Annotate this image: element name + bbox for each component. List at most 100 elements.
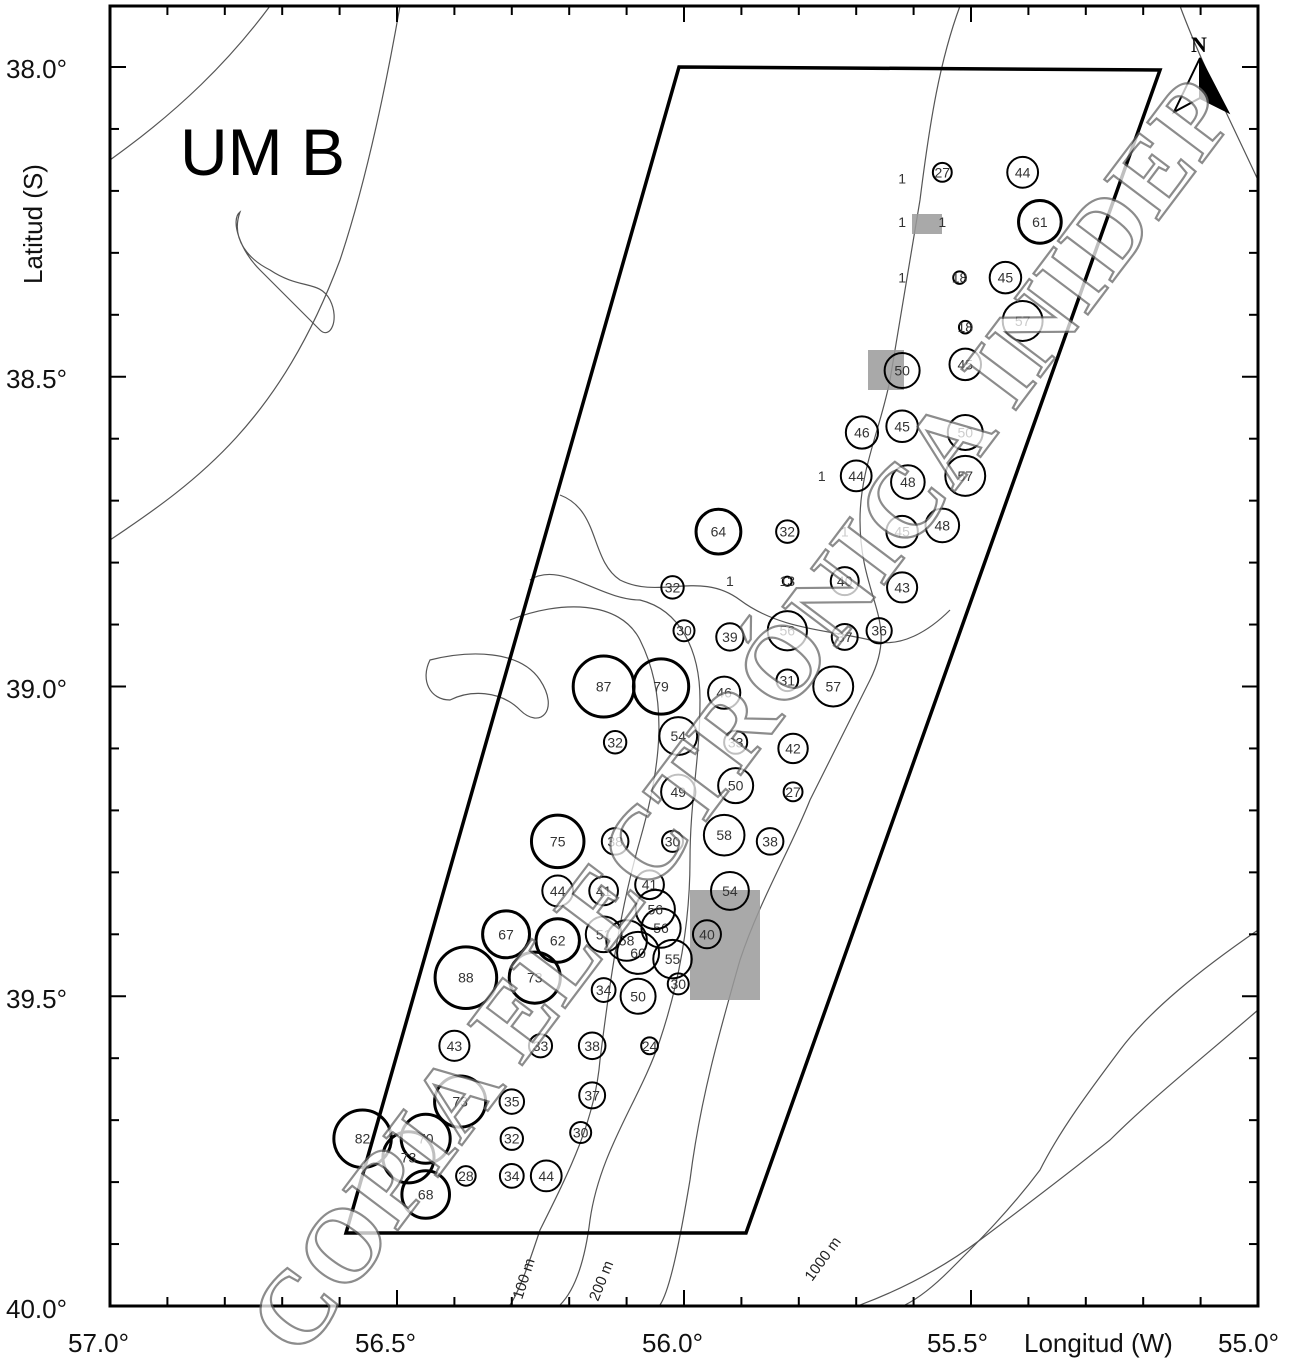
catch-point: 73 bbox=[507, 950, 562, 1005]
catch-circle bbox=[830, 622, 859, 651]
catch-circle bbox=[529, 813, 586, 870]
y-axis-labels: 38.0° 38.5° 39.0° 39.5° 40.0° bbox=[6, 54, 67, 1324]
catch-point: 34 bbox=[590, 977, 617, 1003]
north-arrow-icon: N bbox=[1171, 32, 1231, 115]
catch-value-label: 82 bbox=[355, 1131, 371, 1147]
catch-circle bbox=[600, 827, 630, 856]
catch-value-label: 49 bbox=[670, 784, 686, 800]
catch-value-label: 1 bbox=[898, 270, 906, 286]
catch-value-label: 35 bbox=[504, 1094, 520, 1110]
catch-point: 38 bbox=[755, 827, 785, 856]
isobath-label: 200 m bbox=[586, 1258, 617, 1303]
catch-value-label: 45 bbox=[894, 418, 910, 434]
catch-circle bbox=[885, 409, 919, 444]
catch-value-label: 24 bbox=[642, 1038, 658, 1054]
catch-point: 48 bbox=[890, 464, 926, 500]
y-tick-label: 40.0° bbox=[6, 1294, 67, 1324]
catch-circle bbox=[534, 917, 581, 964]
catch-value-label: 43 bbox=[447, 1038, 463, 1054]
catch-circle bbox=[507, 950, 562, 1005]
catch-point: 51 bbox=[584, 915, 623, 954]
x-axis-title: Longitud (W) bbox=[1024, 1328, 1173, 1358]
catch-circle bbox=[672, 619, 696, 643]
catch-value-label: 32 bbox=[607, 734, 623, 750]
catch-point: 27 bbox=[782, 781, 804, 803]
catch-point: 58 bbox=[702, 813, 746, 857]
catch-point: 49 bbox=[660, 773, 697, 810]
catch-point: 33 bbox=[723, 729, 749, 755]
catch-circle bbox=[584, 915, 623, 954]
catch-point: 37 bbox=[578, 1081, 607, 1110]
x-tick-label: 56.5° bbox=[355, 1328, 416, 1358]
catch-point: 44 bbox=[541, 874, 575, 908]
catch-point: 45 bbox=[988, 260, 1023, 295]
catch-circle bbox=[890, 464, 926, 500]
catch-point: 37 bbox=[830, 622, 859, 651]
north-label: N bbox=[1191, 32, 1207, 57]
catch-value-label: 68 bbox=[418, 1186, 434, 1202]
catch-circle bbox=[400, 1169, 452, 1220]
catch-point: 44 bbox=[529, 1159, 563, 1193]
catch-circle bbox=[988, 260, 1023, 295]
catch-value-label: 51 bbox=[596, 926, 612, 942]
catch-value-label: 67 bbox=[498, 926, 514, 942]
catch-point: 46 bbox=[707, 675, 742, 710]
catch-value-label: 44 bbox=[848, 468, 864, 484]
catch-circle bbox=[865, 617, 893, 645]
y-tick-label: 38.0° bbox=[6, 54, 67, 84]
catch-point: 46 bbox=[844, 415, 880, 450]
catch-circle bbox=[381, 1130, 436, 1185]
catch-value-label: 28 bbox=[458, 1168, 474, 1184]
catch-point: 68 bbox=[400, 1169, 452, 1220]
catch-circle bbox=[723, 729, 749, 755]
catch-value-label: 44 bbox=[1015, 164, 1031, 180]
catch-value-label: 1 bbox=[726, 573, 734, 589]
catch-value-label: 50 bbox=[894, 363, 910, 379]
catch-point: 45 bbox=[948, 347, 983, 382]
catch-circle bbox=[775, 519, 800, 544]
catch-value-label: 32 bbox=[665, 579, 681, 595]
catch-circle bbox=[433, 1074, 488, 1129]
catch-value-label: 57 bbox=[1015, 313, 1031, 329]
catch-circle bbox=[839, 459, 873, 493]
catch-point: 50 bbox=[946, 414, 984, 452]
catch-circle bbox=[438, 1029, 471, 1062]
isobath-label: 1000 m bbox=[801, 1234, 844, 1284]
catch-point: 1 bbox=[938, 214, 946, 230]
catch-value-label: 61 bbox=[1032, 214, 1048, 230]
catch-circle bbox=[952, 270, 967, 285]
x-axis-labels: 57.0° 56.5° 56.0° 55.5° 55.0° bbox=[68, 1328, 1279, 1358]
catch-circle bbox=[578, 1081, 607, 1110]
catch-circle bbox=[658, 716, 699, 756]
catch-value-label: 55 bbox=[665, 951, 681, 967]
catch-value-label: 73 bbox=[452, 1094, 468, 1110]
catch-point: 61 bbox=[1017, 199, 1063, 245]
catch-point: 56 bbox=[766, 610, 808, 652]
catch-point: 60 bbox=[616, 930, 661, 975]
catch-point: 30 bbox=[672, 619, 696, 643]
catch-point: 75 bbox=[529, 813, 586, 870]
catch-circle bbox=[666, 972, 690, 996]
catch-circle bbox=[498, 1088, 526, 1115]
catch-point: 1 bbox=[898, 171, 906, 187]
catch-value-label: 43 bbox=[894, 579, 910, 595]
catch-point: 73 bbox=[433, 1074, 488, 1129]
catch-value-label: 64 bbox=[711, 524, 727, 540]
catch-point: 44 bbox=[1006, 155, 1040, 189]
catch-value-label: 38 bbox=[584, 1038, 600, 1054]
catch-circle bbox=[755, 827, 785, 856]
catch-point: 42 bbox=[777, 732, 809, 765]
catch-circle bbox=[924, 507, 961, 544]
catch-value-label: 58 bbox=[619, 932, 635, 948]
catch-value-label: 32 bbox=[504, 1131, 520, 1147]
catch-circle bbox=[694, 507, 743, 556]
catch-value-label: 48 bbox=[900, 474, 916, 490]
catch-value-label: 73 bbox=[401, 1149, 417, 1165]
y-tick-label: 38.5° bbox=[6, 364, 67, 394]
catch-circle bbox=[481, 909, 532, 960]
y-tick-label: 39.5° bbox=[6, 984, 67, 1014]
catch-point: 45 bbox=[885, 409, 919, 444]
catch-point: 1 bbox=[898, 270, 906, 286]
